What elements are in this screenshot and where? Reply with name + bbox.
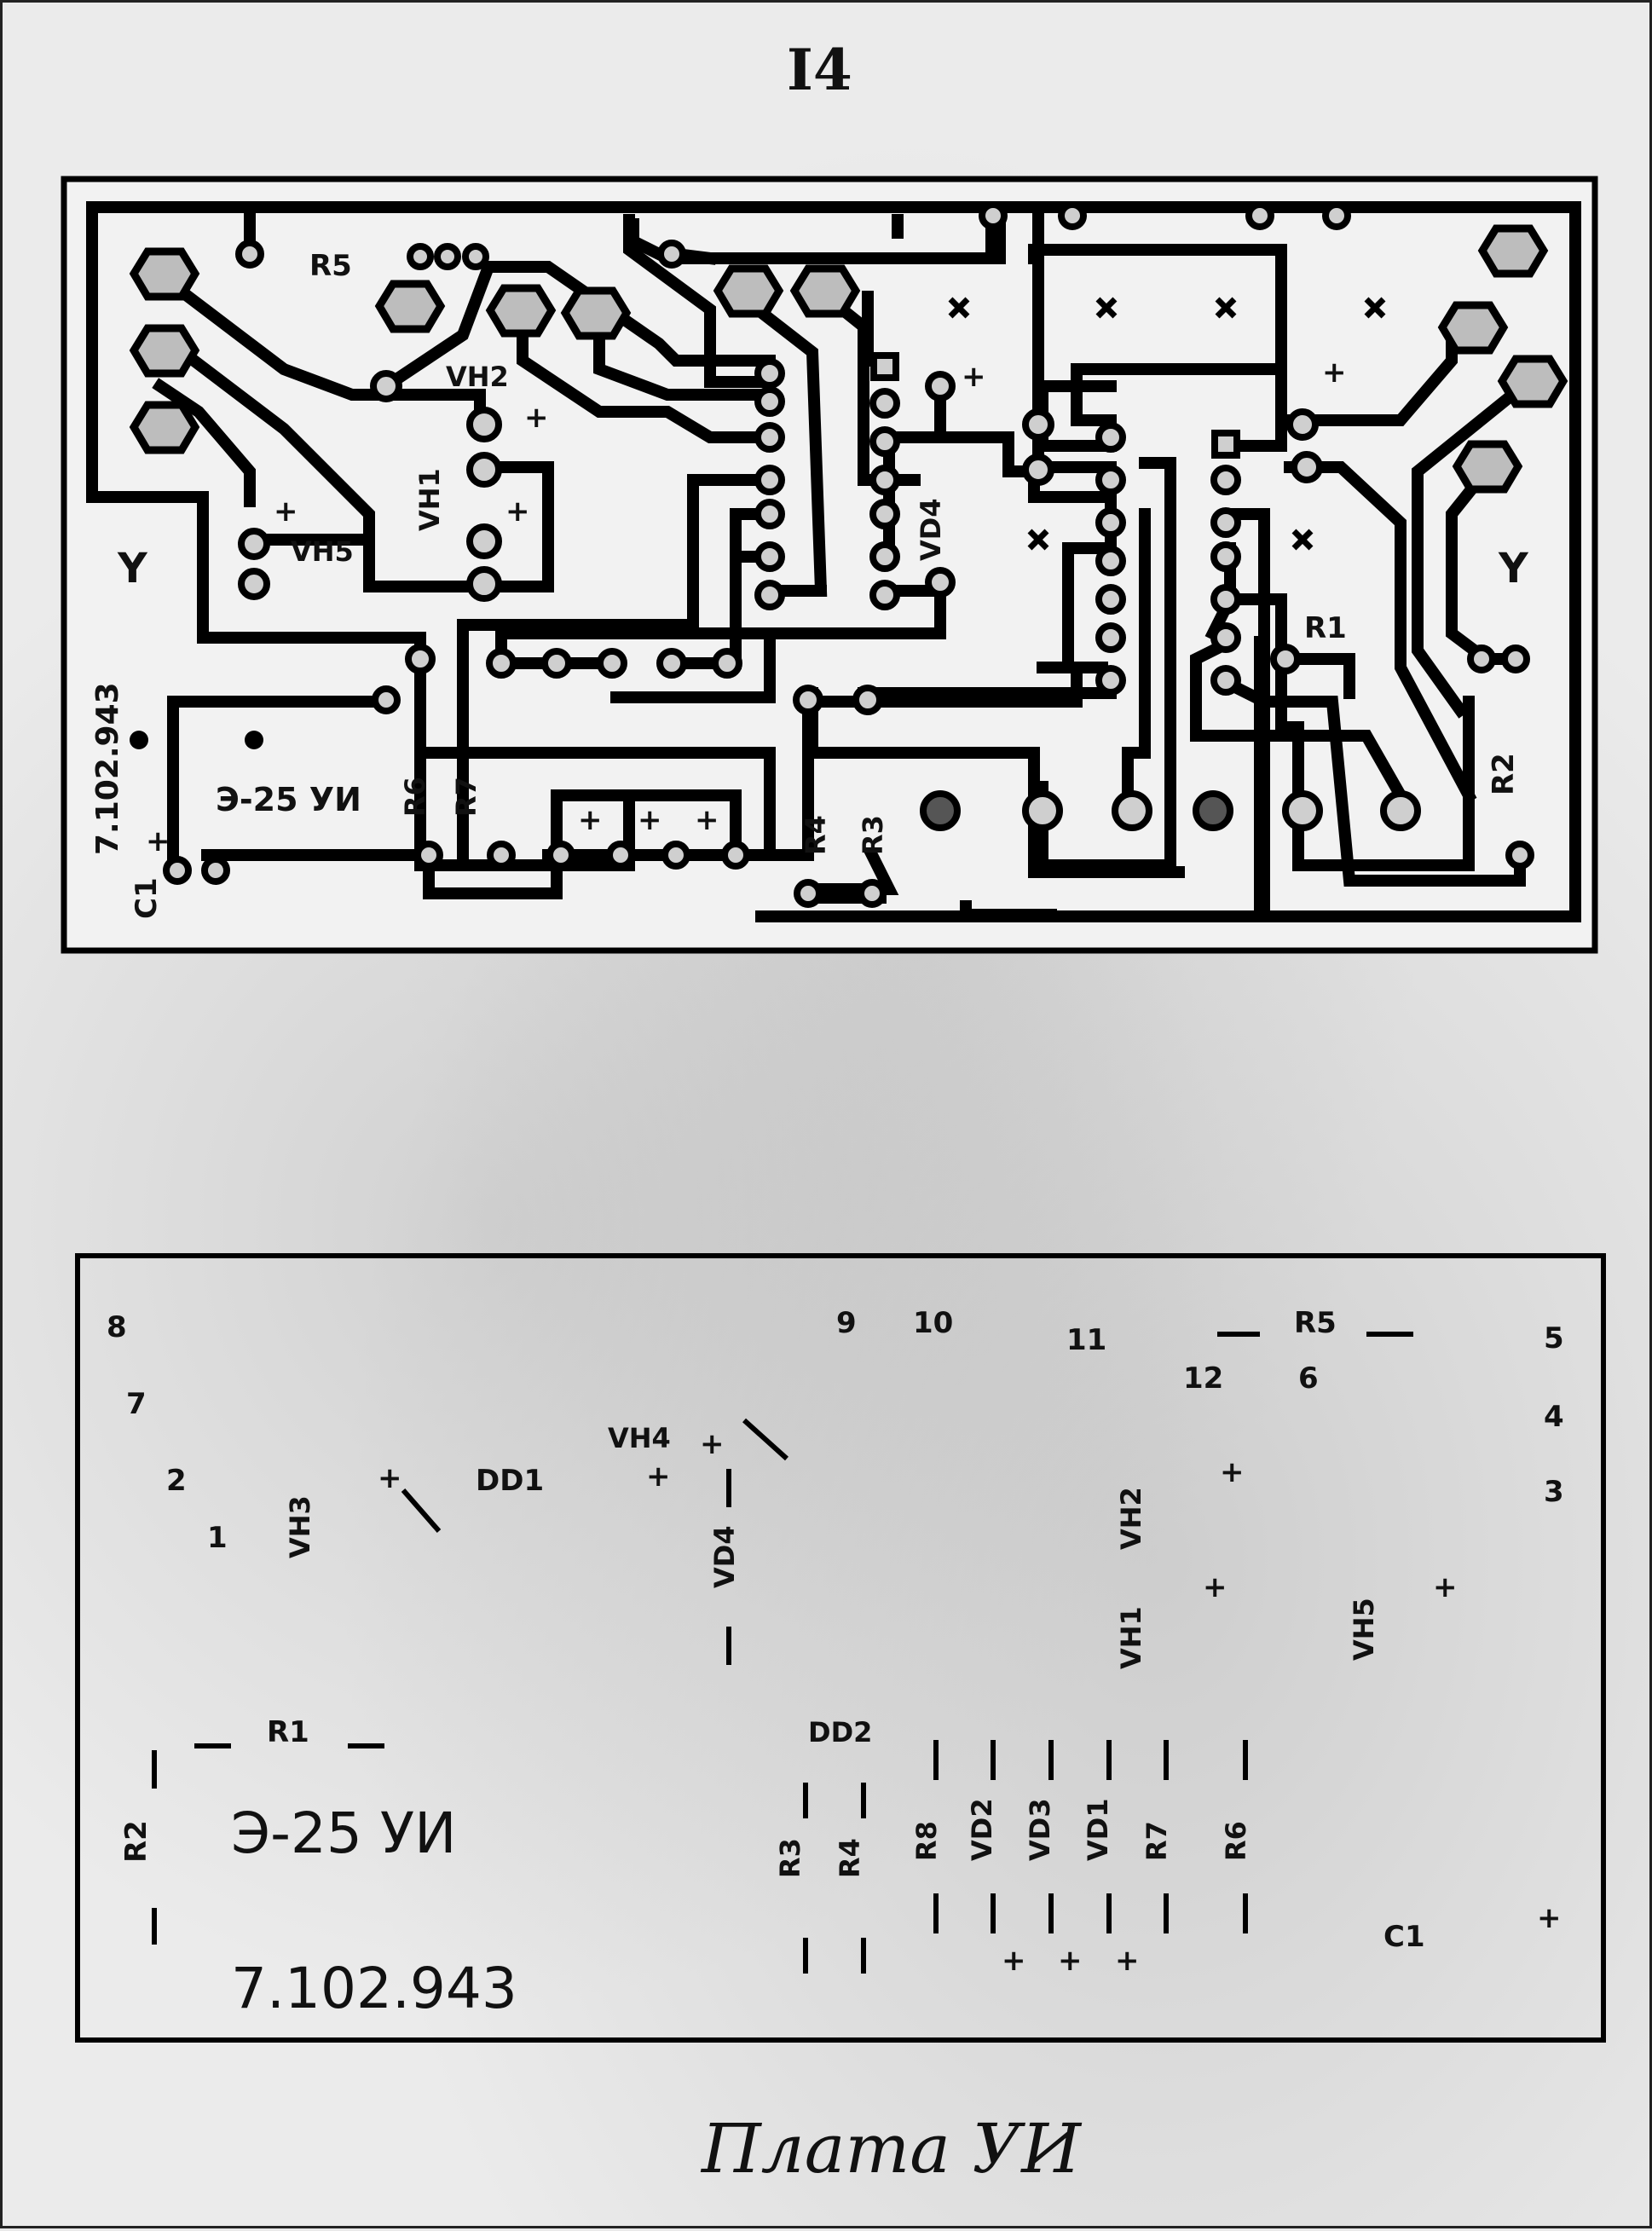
large-pads — [129, 224, 1568, 494]
pcb-label-vh2: VH2 — [446, 361, 509, 393]
silkscreen-outline — [75, 1253, 1606, 2043]
silk-label-vh5: VH5 — [1348, 1598, 1380, 1661]
pcb-ymark-right: Y — [1498, 545, 1529, 592]
silkscreen-pin-numbers: 8 7 2 1 9 10 11 12 6 5 4 3 — [107, 1306, 1564, 1555]
pcb-plus: + — [1322, 355, 1347, 390]
silk-label-c1: C1 — [1383, 1920, 1425, 1954]
caption: Плата УИ — [700, 2109, 1083, 2188]
silk-label-vd1: VD1 — [1082, 1798, 1114, 1861]
silk-label-r5: R5 — [1294, 1306, 1337, 1340]
mounting-holes — [130, 297, 1386, 749]
silk-label-dd2: DD2 — [808, 1716, 872, 1748]
round-pads — [163, 201, 1534, 908]
silkscreen-marks — [152, 1332, 1413, 1974]
pcb-plus: + — [578, 803, 603, 837]
pcb-labels: R5 VH2 VH1 VH5 VD4 R1 R2 R4 R3 R6 R7 C1 … — [90, 249, 1529, 919]
pcb-label-c1: C1 — [130, 877, 164, 919]
silk-plus: + — [1220, 1455, 1245, 1489]
page-number: I4 — [787, 37, 852, 103]
silk-plus: + — [1537, 1901, 1562, 1935]
silk-plus: + — [1058, 1944, 1083, 1978]
pin-number: 5 — [1544, 1321, 1564, 1355]
silk-label-r1: R1 — [267, 1715, 309, 1749]
pcb-label-board: Э-25 УИ — [216, 781, 361, 818]
pcb-plus: + — [505, 494, 530, 529]
silk-label-board: Э-25 УИ — [231, 1800, 456, 1866]
pcb-plus: + — [638, 803, 662, 837]
pcb-label-r4: R4 — [800, 815, 832, 855]
pin-number: 8 — [107, 1310, 127, 1344]
silk-plus: + — [1433, 1570, 1458, 1604]
silk-plus: + — [1002, 1944, 1026, 1978]
silk-label-vh4: VH4 — [608, 1422, 671, 1454]
pin-number: 6 — [1298, 1361, 1319, 1396]
pin-number: 11 — [1066, 1323, 1106, 1357]
pin-number: 10 — [913, 1306, 953, 1340]
pcb-plus: + — [962, 360, 986, 394]
pcb-label-code: 7.102.943 — [90, 682, 125, 855]
pcb-trace-layout: R5 VH2 VH1 VH5 VD4 R1 R2 R4 R3 R6 R7 C1 … — [61, 176, 1606, 2188]
silk-label-r7: R7 — [1141, 1821, 1173, 1861]
silkscreen-labels: R5 VH3 DD1 VH4 VD4 VH2 VH1 VH5 R1 R2 DD2… — [119, 1306, 1562, 2021]
silk-label-r3: R3 — [774, 1838, 806, 1878]
silk-label-vh2: VH2 — [1115, 1487, 1147, 1550]
pin-number: 12 — [1183, 1361, 1223, 1396]
silk-label-r4: R4 — [834, 1838, 866, 1878]
silk-label-vh1: VH1 — [1115, 1606, 1147, 1669]
pcb-label-vd4: VD4 — [915, 498, 947, 561]
silk-plus: + — [1115, 1944, 1140, 1978]
silk-plus: + — [646, 1459, 671, 1494]
pin-number: 2 — [166, 1464, 187, 1498]
pcb-label-r2: R2 — [1487, 753, 1521, 795]
pcb-plus: + — [524, 401, 549, 435]
pcb-label-r6: R6 — [399, 777, 431, 817]
pcb-ymark-left: Y — [117, 545, 148, 592]
silk-label-vd4: VD4 — [708, 1525, 741, 1588]
silk-label-vd2: VD2 — [966, 1798, 998, 1861]
silk-label-dd1: DD1 — [476, 1464, 544, 1498]
pin-number: 7 — [126, 1387, 147, 1421]
pcb-label-r3: R3 — [857, 815, 889, 855]
pin-number: 1 — [207, 1521, 228, 1555]
pcb-plus: + — [695, 803, 719, 837]
silk-label-vd3: VD3 — [1024, 1798, 1056, 1861]
pin-number: 4 — [1544, 1400, 1564, 1434]
pin-number: 3 — [1544, 1475, 1564, 1509]
pcb-plus: + — [146, 824, 170, 858]
silk-label-r8: R8 — [910, 1821, 943, 1861]
pcb-label-vh1: VH1 — [413, 468, 446, 531]
silk-plus: + — [700, 1427, 725, 1461]
silk-label-vh3: VH3 — [284, 1495, 316, 1558]
pin-number: 9 — [836, 1306, 857, 1340]
silk-plus: + — [378, 1461, 402, 1495]
pcb-label-vh5: VH5 — [291, 535, 354, 568]
pcb-label-r1: R1 — [1304, 611, 1347, 645]
silk-plus: + — [1203, 1570, 1227, 1604]
silk-label-code: 7.102.943 — [231, 1956, 517, 2021]
pcb-label-r7: R7 — [450, 777, 482, 817]
silk-label-r6: R6 — [1220, 1821, 1252, 1861]
pcb-plus: + — [274, 494, 298, 529]
pcb-label-r5: R5 — [309, 249, 352, 283]
silk-label-r2: R2 — [119, 1820, 153, 1863]
